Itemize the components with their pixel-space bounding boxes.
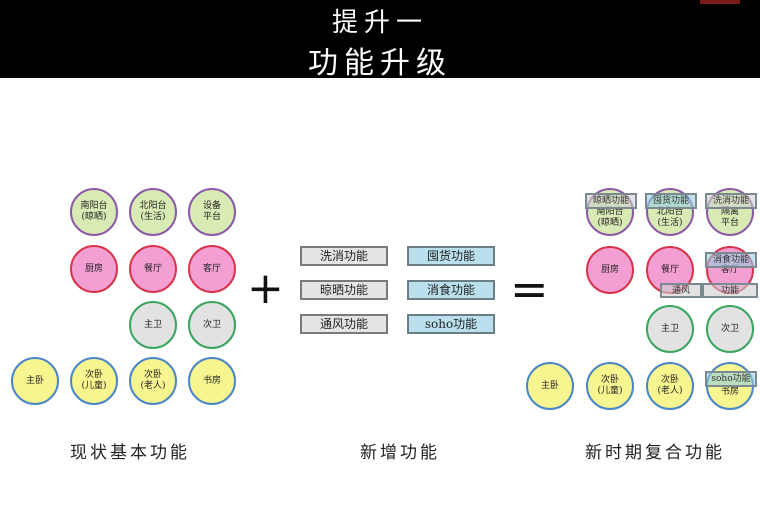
room-main-bath: 主卫 xyxy=(129,301,177,349)
room-elder-bedroom-composite: 次卧 (老人) xyxy=(646,362,694,410)
equals-sign: = xyxy=(510,262,549,316)
room-equipment-platform: 设备 平台 xyxy=(188,188,236,236)
room-elder-bedroom: 次卧 (老人) xyxy=(129,357,177,405)
room-kitchen-composite: 厨房 xyxy=(586,246,634,294)
room-kitchen: 厨房 xyxy=(70,245,118,293)
new-function-soho: soho功能 xyxy=(407,314,495,334)
plus-sign: + xyxy=(247,263,284,314)
new-function-digest: 消食功能 xyxy=(407,280,495,300)
new-function-ventilation: 通风功能 xyxy=(300,314,388,334)
title-banner: 提升一 功能升级 xyxy=(0,0,760,81)
caption-composite: 新时期复合功能 xyxy=(585,443,725,463)
room-study: 书房 xyxy=(188,357,236,405)
room-main-bath-composite: 主卫 xyxy=(646,305,694,353)
room-north-balcony: 北阳台 (生活) xyxy=(129,188,177,236)
room-master-bedroom: 主卧 xyxy=(11,357,59,405)
tag-ventilation-b: 功能 xyxy=(702,283,758,298)
tag-soho: soho功能 xyxy=(705,371,757,387)
room-dining: 餐厅 xyxy=(129,245,177,293)
banner-line-2: 功能升级 xyxy=(308,46,452,81)
caption-new: 新增功能 xyxy=(360,443,440,463)
banner-accent xyxy=(700,0,740,4)
tag-digest: 消食功能 xyxy=(705,252,757,268)
new-function-hoarding: 囤货功能 xyxy=(407,246,495,266)
new-function-drying: 晾晒功能 xyxy=(300,280,388,300)
tag-drying: 晾晒功能 xyxy=(585,193,637,209)
new-function-disinfect: 洗消功能 xyxy=(300,246,388,266)
room-child-bedroom: 次卧 (儿童) xyxy=(70,357,118,405)
room-second-bath-composite: 次卫 xyxy=(706,305,754,353)
room-child-bedroom-composite: 次卧 (儿童) xyxy=(586,362,634,410)
banner-line-1: 提升一 xyxy=(331,8,428,38)
tag-ventilation-a: 通风 xyxy=(660,283,702,298)
room-south-balcony: 南阳台 (晾晒) xyxy=(70,188,118,236)
tag-disinfect: 洗消功能 xyxy=(705,193,757,209)
caption-existing: 现状基本功能 xyxy=(70,443,190,463)
room-second-bath: 次卫 xyxy=(188,301,236,349)
tag-hoarding: 囤货功能 xyxy=(645,193,697,209)
room-master-bedroom-composite: 主卧 xyxy=(526,362,574,410)
room-living: 客厅 xyxy=(188,245,236,293)
